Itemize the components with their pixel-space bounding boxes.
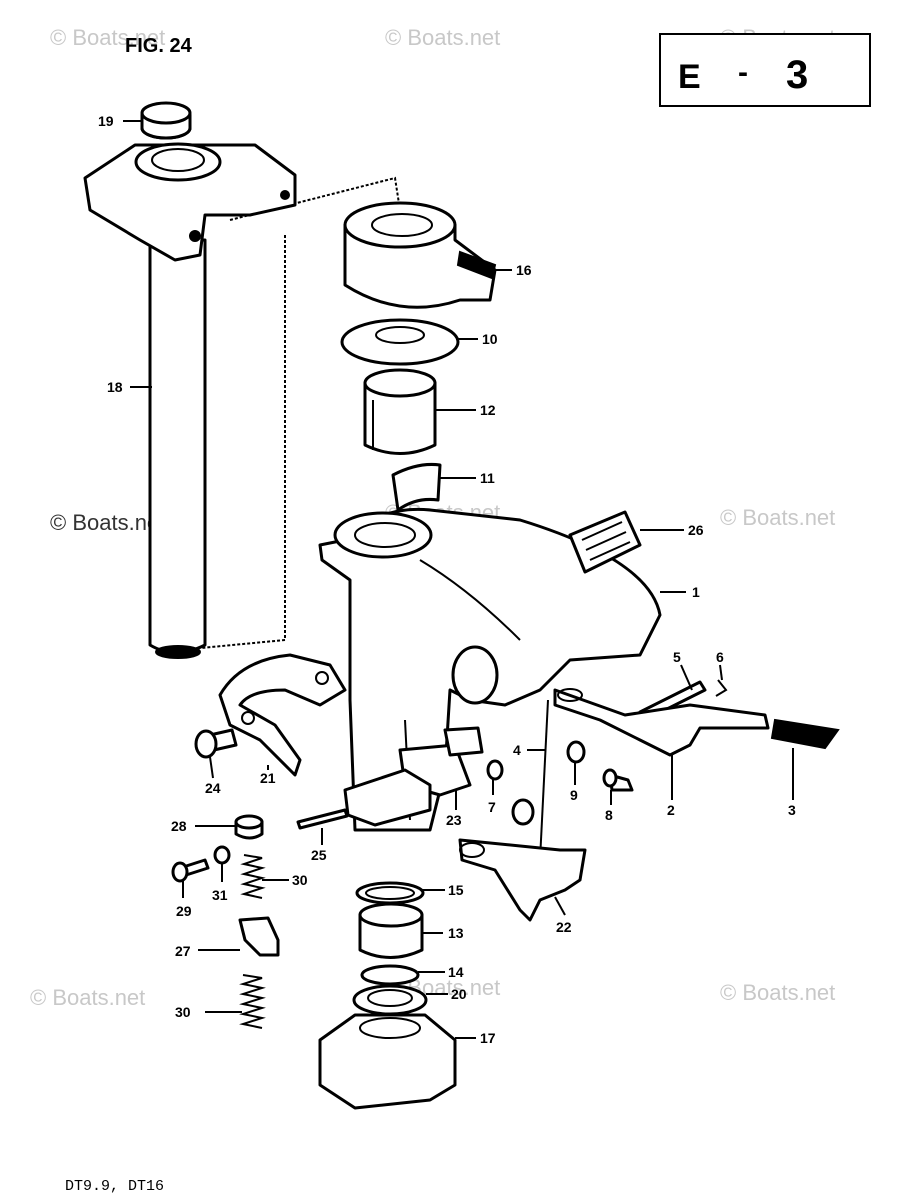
caution-decal — [568, 510, 642, 574]
callout-22: 22 — [556, 919, 572, 935]
callout-4: 4 — [513, 742, 521, 758]
lever-bolt — [602, 768, 634, 792]
figure-title: FIG. 24 — [125, 35, 193, 57]
knob-screw — [194, 728, 238, 759]
callout-1: 1 — [692, 584, 700, 600]
lower-bracket-arm — [343, 768, 432, 827]
callout-5: 5 — [673, 649, 681, 665]
adjusting-nut — [213, 845, 231, 865]
lower-bushing — [358, 902, 424, 959]
adjusting-screw — [171, 858, 210, 883]
callout-27: 27 — [175, 943, 191, 959]
callout-3: 3 — [788, 802, 796, 818]
callout-16: 16 — [516, 262, 532, 278]
section-code-dash: - — [738, 56, 748, 89]
callout-25: 25 — [311, 847, 327, 863]
lever-grip — [770, 718, 840, 750]
callout-29: 29 — [176, 903, 192, 919]
spring-bracket — [238, 916, 280, 957]
callout-2: 2 — [667, 802, 675, 818]
lever-clip — [715, 679, 728, 697]
shaft-seal — [391, 463, 442, 512]
o-ring-upper-inner — [365, 886, 415, 900]
compression-spring-lower — [239, 974, 266, 1029]
callout-13: 13 — [448, 925, 464, 941]
watermark-bottom-left: © Boats.net — [30, 985, 145, 1010]
watermark-top-center: © Boats.net — [385, 25, 500, 50]
tube-cap — [140, 101, 192, 140]
spring-collar — [234, 814, 264, 840]
upper-bushing — [363, 368, 437, 455]
o-ring-lower — [360, 964, 420, 986]
compression-spring-upper — [240, 854, 266, 899]
callout-leaders — [123, 120, 794, 1039]
callout-24: 24 — [205, 780, 221, 796]
lower-washer-hole — [367, 989, 413, 1007]
watermark-top-left: © Boats.net — [50, 25, 165, 50]
lower-mount — [318, 1013, 457, 1110]
callout-labels: 1 2 3 4 5 6 7 8 9 10 11 12 13 14 15 16 1… — [98, 113, 796, 1046]
watermark-mid-right: © Boats.net — [720, 505, 835, 530]
callout-10: 10 — [482, 331, 498, 347]
callout-8: 8 — [605, 807, 613, 823]
tilt-lever — [553, 688, 770, 757]
section-code-letter: E — [678, 58, 701, 96]
watermark-bottom-right: © Boats.net — [720, 980, 835, 1005]
shift-arm — [218, 653, 347, 777]
tube-top-bracket — [83, 142, 297, 262]
connecting-rod — [539, 699, 549, 861]
steering-tube — [148, 238, 207, 659]
callout-18: 18 — [107, 379, 123, 395]
upper-steering-bracket — [343, 201, 497, 309]
callout-15: 15 — [448, 882, 464, 898]
callout-17: 17 — [480, 1030, 496, 1046]
small-bolt — [486, 759, 504, 781]
watermark-mid-left: © Boats.net — [50, 510, 165, 535]
callout-14: 14 — [448, 964, 464, 980]
hex-nut — [566, 740, 586, 764]
callout-11: 11 — [480, 470, 495, 486]
callout-26: 26 — [688, 522, 704, 538]
callout-7: 7 — [488, 799, 496, 815]
callout-9: 9 — [570, 787, 578, 803]
callout-28: 28 — [171, 818, 187, 834]
callout-30-lower: 30 — [175, 1004, 191, 1020]
callout-12: 12 — [480, 402, 496, 418]
callout-21: 21 — [260, 770, 276, 786]
model-designation: DT9.9, DT16 — [65, 1178, 164, 1195]
callout-30-upper: 30 — [292, 872, 308, 888]
spring-pin — [296, 808, 349, 830]
callout-6: 6 — [716, 649, 724, 665]
thrust-washer-hole — [375, 326, 425, 344]
section-code-number: 3 — [786, 53, 808, 97]
callout-19: 19 — [98, 113, 114, 129]
reverse-lock-plate — [458, 798, 587, 922]
callout-31: 31 — [212, 887, 228, 903]
callout-23: 23 — [446, 812, 462, 828]
callout-20: 20 — [451, 986, 467, 1002]
section-code-box: E - 3 — [659, 33, 871, 107]
